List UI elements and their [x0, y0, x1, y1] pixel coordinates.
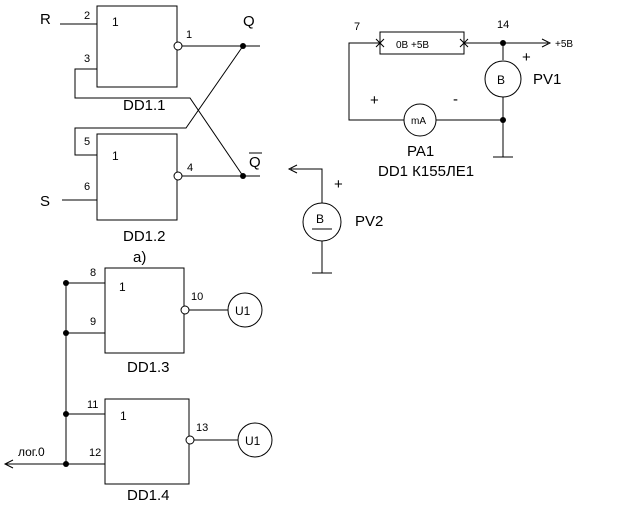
pin-6-label: 6 [84, 181, 90, 193]
gate-dd1-4-inverter-bubble [185, 435, 195, 445]
logic-zero-arrow-icon [3, 459, 14, 469]
gate-dd1-2: 1 DD1.2 5 6 4 [84, 133, 193, 245]
pv2-probe: В + PV2 [287, 164, 383, 274]
gate-dd1-3: 1 DD1.3 8 9 10 U1 [90, 267, 263, 376]
supply-left-wire [348, 42, 404, 121]
signal-q-label: Q [243, 13, 255, 30]
gate-dd1-4-body [104, 398, 190, 485]
pin-7-label: 7 [354, 21, 360, 33]
pv2-probe-arrow-icon [287, 164, 298, 174]
pin-12-label: 12 [89, 447, 101, 459]
pv2-probe-wire [291, 168, 323, 203]
gate-dd1-1-symbol: 1 [112, 15, 119, 29]
supply-resistor-label: 0В +5В [396, 40, 429, 51]
gate-dd1-1-name: DD1.1 [123, 97, 166, 114]
gate-dd1-1-inverter-bubble [173, 41, 183, 51]
logic-zero-label: лог.0 [18, 445, 45, 459]
pa1-meter-symbol: mA [411, 116, 426, 127]
pin-8-label: 8 [90, 267, 96, 279]
supply-voltage-label: +5В [555, 39, 573, 50]
pv1-plus-sign: + [522, 49, 531, 66]
gate-dd1-3-inverter-bubble [180, 305, 190, 315]
gate-dd1-4-symbol: 1 [120, 409, 127, 423]
pin-10-label: 10 [191, 291, 203, 303]
gate-dd1-4: 1 DD1.4 11 12 13 U1 [87, 398, 273, 504]
bus-junction-9 [63, 330, 69, 336]
u1-bottom-meter-circle [237, 422, 273, 458]
gate-dd1-3-body [104, 267, 185, 354]
pa1-meter-name: PA1 [407, 143, 434, 160]
pin-13-label: 13 [196, 422, 208, 434]
signal-r-label: R [40, 11, 51, 28]
u1-top-meter-label: U1 [235, 304, 251, 318]
pin-1-label: 1 [186, 29, 192, 41]
feedback-qbar-to-dd1-1 [74, 68, 244, 177]
pin-4-label: 4 [187, 162, 193, 174]
pv1-meter-name: PV1 [533, 71, 561, 88]
chip-label: DD1 К155ЛЕ1 [378, 163, 474, 180]
supply-circuit: 0В +5В 7 14 +5В В + PV1 mA + - PA1 DD1 К… [348, 19, 573, 180]
supply-ground-icon [493, 120, 513, 158]
gate-dd1-2-name: DD1.2 [123, 228, 166, 245]
gate-dd1-2-inverter-bubble [173, 171, 183, 181]
signal-s-label: S [40, 193, 50, 210]
supply-arrow-icon [541, 38, 552, 48]
pa1-minus-sign: - [453, 91, 458, 108]
bus-junction-11 [63, 411, 69, 417]
gate-dd1-2-symbol: 1 [112, 149, 119, 163]
pv1-meter-symbol: В [497, 73, 505, 87]
pin-11-label: 11 [87, 399, 98, 411]
gate-dd1-1-body [96, 5, 178, 88]
gate-dd1-1: 1 DD1.1 2 3 1 [84, 5, 192, 114]
pv2-meter-name: PV2 [355, 213, 383, 230]
pv2-ground-icon [312, 241, 332, 274]
pin-9-label: 9 [90, 316, 96, 328]
gate-dd1-3-symbol: 1 [119, 280, 126, 294]
pin-5-label: 5 [84, 136, 90, 148]
pin-3-label: 3 [84, 53, 90, 65]
feedback-q-to-dd1-2 [74, 45, 244, 156]
pv2-plus-sign: + [334, 176, 343, 193]
pa1-plus-sign: + [370, 92, 379, 109]
u1-bottom-meter-label: U1 [245, 434, 261, 448]
logic-zero-bus: лог.0 [3, 280, 105, 469]
rs-trigger-wires: R Q Q S [40, 11, 262, 210]
gate-dd1-4-name: DD1.4 [127, 487, 170, 504]
bus-junction-8 [63, 280, 69, 286]
pin-14-label: 14 [497, 19, 509, 31]
u1-top-meter-circle [227, 292, 263, 328]
pv2-meter-symbol: В [316, 212, 324, 226]
gate-dd1-2-body [96, 133, 178, 221]
gate-dd1-3-name: DD1.3 [127, 359, 170, 376]
figure-label-a: а) [133, 249, 146, 266]
signal-qbar-label: Q [249, 154, 261, 171]
pin-2-label: 2 [84, 10, 90, 22]
